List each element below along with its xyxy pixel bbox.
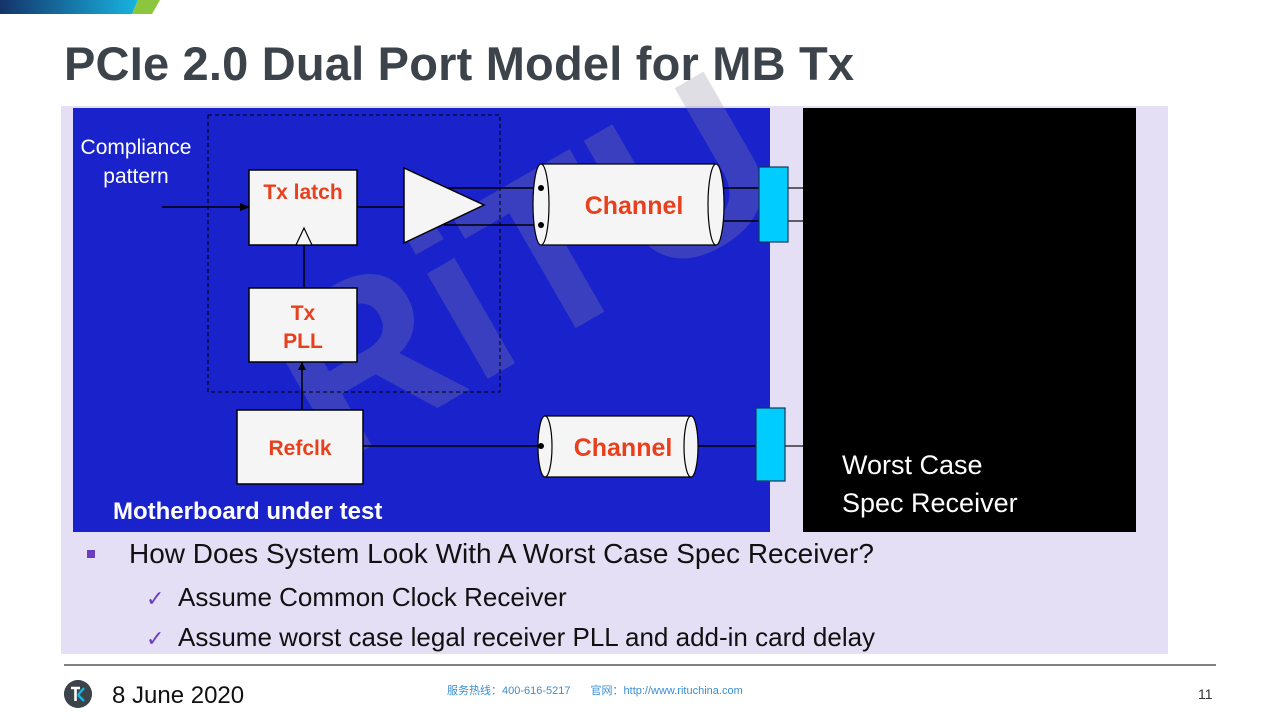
tx-pll-block (248, 287, 358, 363)
clock-channel-port (538, 443, 544, 449)
tx-pll-label-line1: Tx (291, 302, 316, 325)
bullet-sub-1: ✓ Assume Common Clock Receiver (146, 582, 567, 613)
footer-divider (64, 664, 1216, 666)
channel-body (541, 164, 716, 245)
header-accent-bar (0, 0, 160, 14)
clock-connector (755, 407, 786, 482)
transmitter-dashed-boundary (207, 114, 501, 393)
channel-right-cap (707, 163, 725, 246)
channel-clock-label: Channel (574, 434, 673, 462)
checkmark-icon: ✓ (146, 586, 165, 611)
channel-data-cylinder: Channel (532, 163, 725, 246)
compliance-label-line1: Compliance (81, 136, 192, 159)
channel-left-cap (532, 163, 550, 246)
footer-date: 8 June 2020 (112, 682, 245, 709)
receiver-label-line1: Worst Case (842, 450, 983, 480)
clock-channel-right-cap (683, 415, 699, 478)
bullet-sub-1-text: Assume Common Clock Receiver (178, 582, 567, 612)
channel-port-n (538, 222, 544, 228)
accent-gradient-stripe (0, 0, 138, 14)
square-bullet-icon (87, 550, 95, 558)
tx-latch-label: Tx latch (263, 181, 342, 204)
tx-driver-triangle (403, 166, 486, 245)
refclk-label: Refclk (268, 437, 331, 460)
tx-pll-label-line2: PLL (283, 330, 323, 353)
data-connector (758, 166, 789, 243)
clock-channel-body (545, 416, 691, 477)
clock-channel-left-cap (537, 415, 553, 478)
receiver-label-line2: Spec Receiver (842, 488, 1018, 518)
checkmark-icon: ✓ (146, 626, 165, 651)
bullet-sub-2-text: Assume worst case legal receiver PLL and… (178, 622, 876, 652)
input-arrowhead (240, 203, 250, 211)
footer-website-link[interactable]: 官网：http://www.rituchina.com (590, 685, 743, 697)
receiver-box (803, 108, 1136, 532)
channel-data-label: Channel (585, 192, 684, 220)
pll-input-arrowhead (298, 362, 306, 370)
bullet-sub-2: ✓ Assume worst case legal receiver PLL an… (146, 622, 875, 653)
motherboard-label: Motherboard under test (113, 498, 382, 525)
channel-clock-cylinder: Channel (537, 415, 699, 478)
channel-port-p (538, 185, 544, 191)
accent-green-stripe (132, 0, 160, 14)
bullet-main-text: How Does System Look With A Worst Case S… (129, 538, 874, 569)
company-logo-icon (64, 680, 92, 708)
footer-contact: 服务热线：400-616-5217 官网：http://www.rituchina… (447, 682, 743, 698)
slide-title: PCIe 2.0 Dual Port Model for MB Tx (64, 37, 855, 90)
compliance-label-line2: pattern (103, 165, 168, 188)
page-number: 11 (1198, 686, 1213, 702)
footer-hotline: 服务热线：400-616-5217 (447, 685, 571, 697)
refclk-block (236, 409, 364, 485)
